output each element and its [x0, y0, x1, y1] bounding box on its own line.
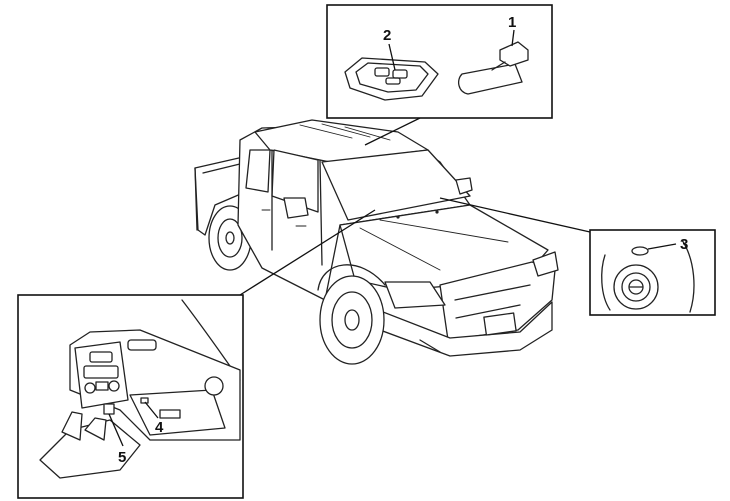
ignition-illumination-part: [631, 246, 649, 256]
callout-3: 3: [680, 236, 688, 253]
callout-1: 1: [508, 14, 516, 31]
inset-ignition-switch: 3: [589, 229, 716, 316]
callout-2: 2: [383, 27, 391, 44]
glovebox-lamp-part: [140, 397, 149, 404]
room-lamp-part: [457, 41, 529, 95]
leader-lines: [239, 117, 591, 296]
callout-4: 4: [155, 419, 164, 436]
console-switch-part: [103, 403, 115, 415]
inset-interior-lights: 2 1: [326, 4, 553, 119]
inset-dashboard: 4 5: [17, 294, 244, 499]
callout-5: 5: [118, 449, 126, 466]
map-lamp-part: [344, 57, 439, 101]
pickup-truck-illustration: [194, 119, 559, 365]
